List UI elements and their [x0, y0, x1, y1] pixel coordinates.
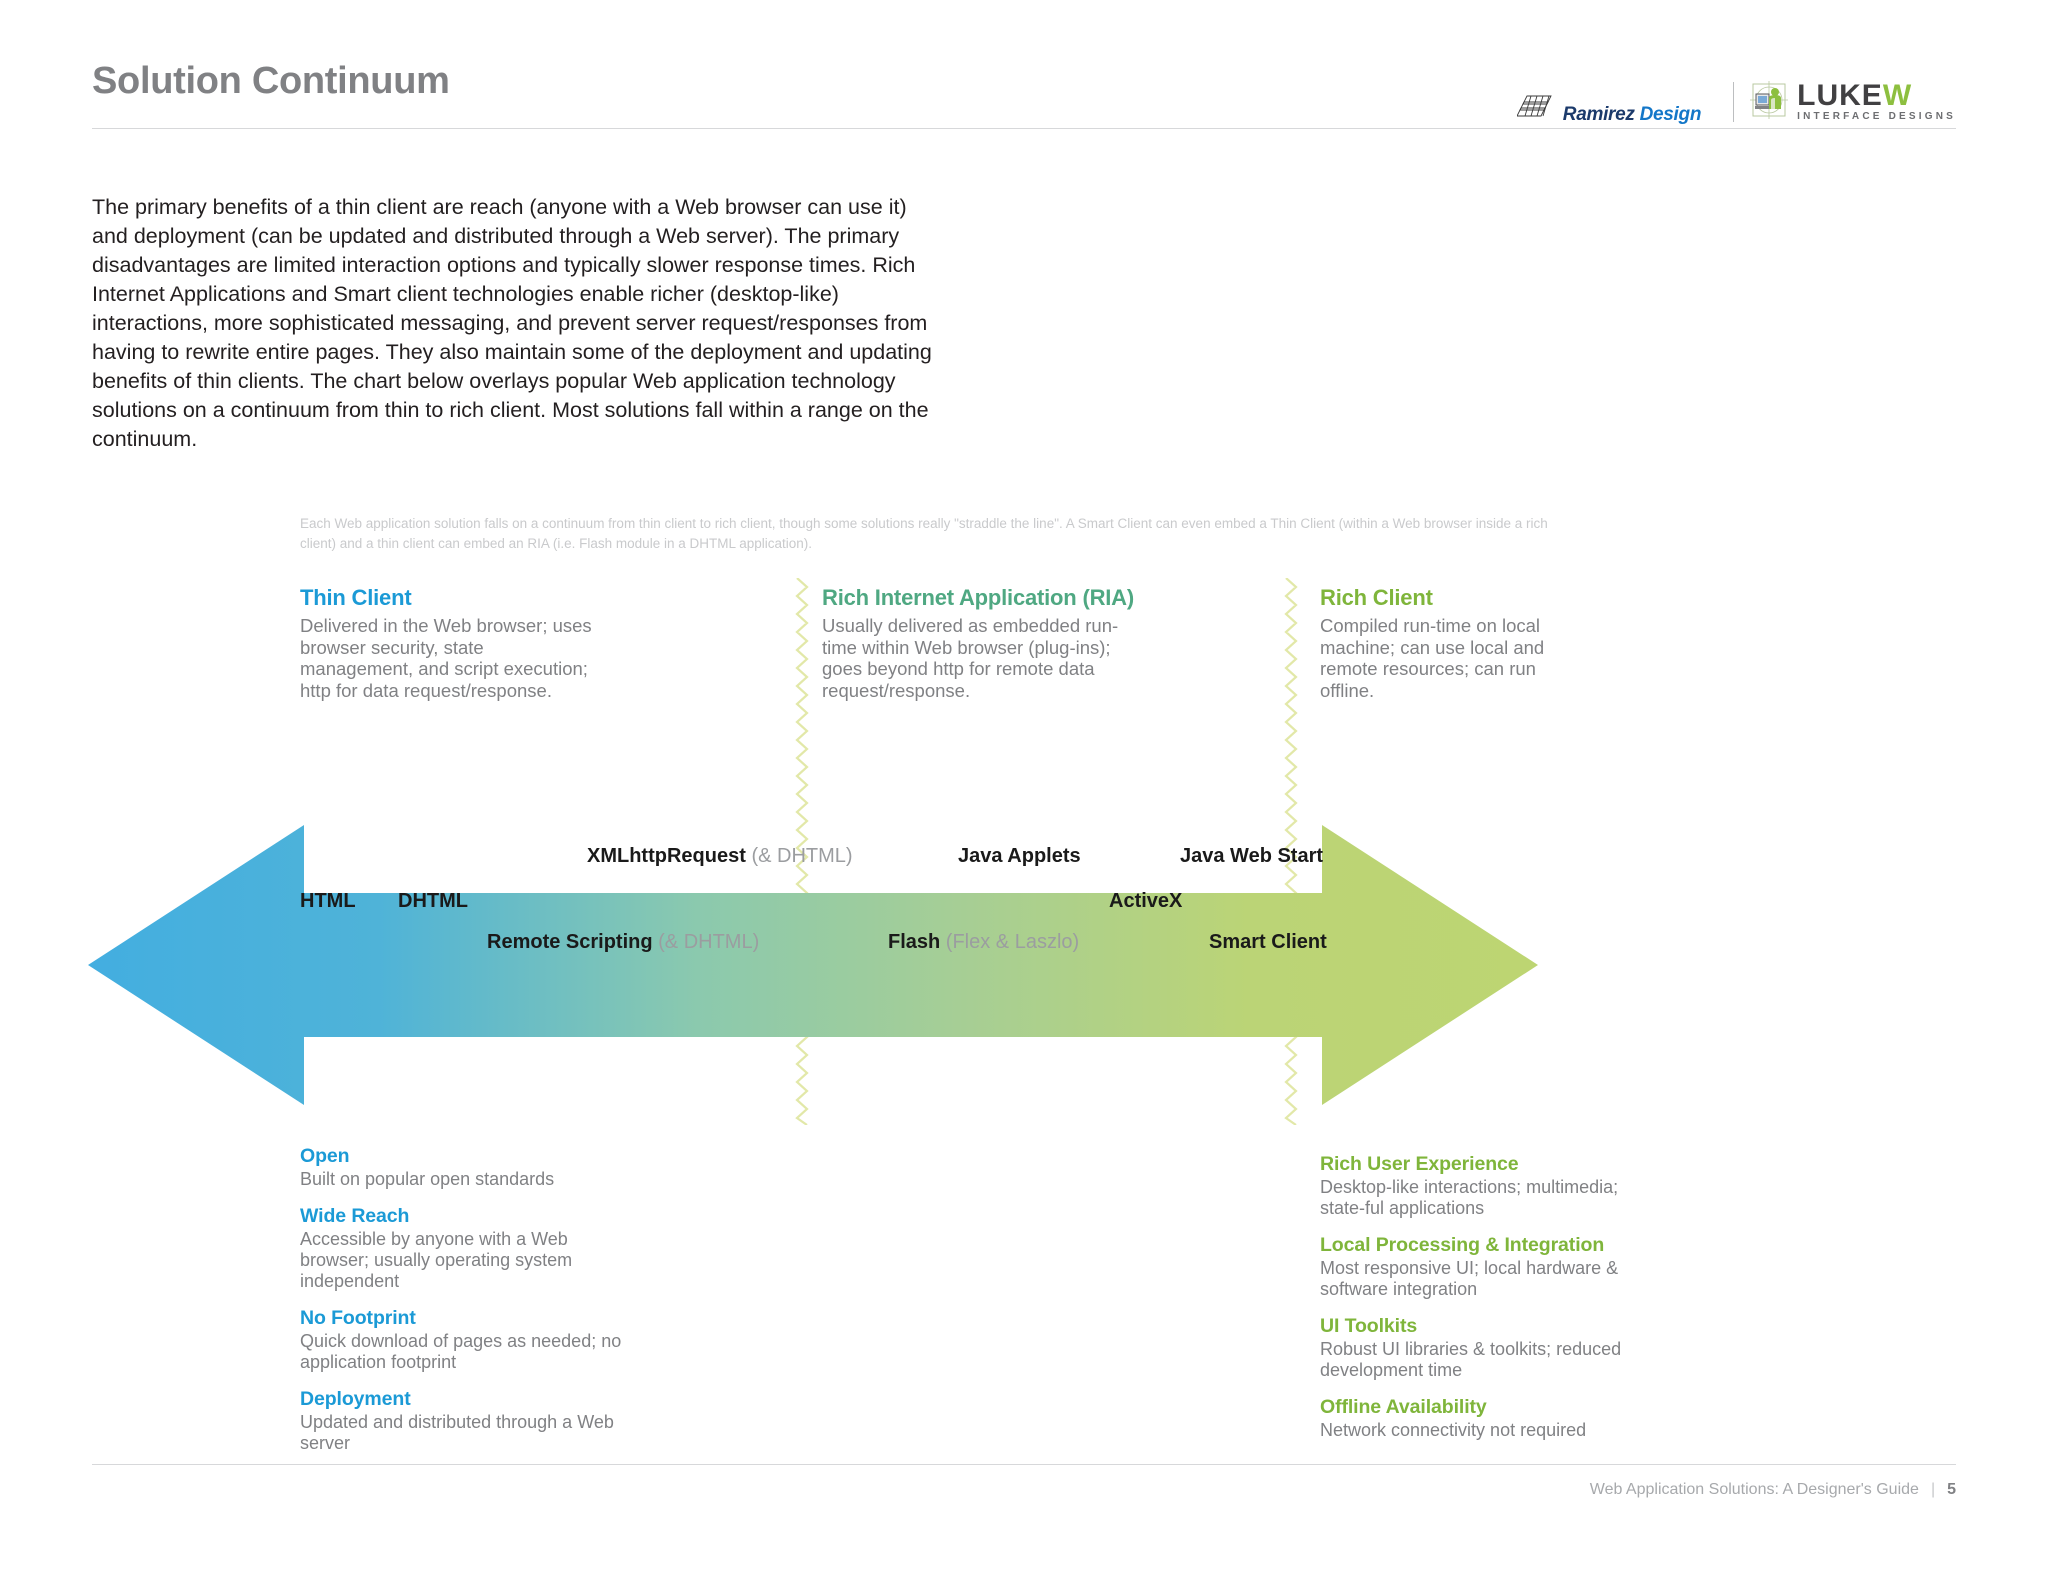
lukew-wordmark: LUKEW — [1797, 78, 1956, 112]
thin-client-benefits: Open Built on popular open standards Wid… — [300, 1145, 630, 1469]
benefit-item: UI Toolkits Robust UI libraries & toolki… — [1320, 1315, 1650, 1381]
tech-name: Flash — [888, 931, 941, 953]
tech-name: DHTML — [398, 890, 468, 912]
benefit-desc: Updated and distributed through a Web se… — [300, 1412, 614, 1453]
benefit-item: Wide Reach Accessible by anyone with a W… — [300, 1205, 630, 1292]
header-divider — [92, 128, 1956, 129]
design-word: Design — [1639, 104, 1702, 125]
w-word: W — [1882, 78, 1913, 112]
lukew-logo: LUKEW INTERFACE DESIGNS — [1750, 78, 1956, 124]
tech-label-xmlhttprequest: XMLhttpRequest (& DHTML) — [587, 845, 853, 868]
column-description: Delivered in the Web browser; uses brows… — [300, 615, 592, 701]
tech-label-java-web-start: Java Web Start — [1180, 845, 1323, 868]
benefit-title: Open — [300, 1145, 350, 1167]
benefit-title: UI Toolkits — [1320, 1315, 1418, 1337]
column-header-ria: Rich Internet Application (RIA) Usually … — [822, 585, 1142, 701]
tech-sub: (& DHTML) — [652, 931, 760, 953]
tech-name: Java Applets — [958, 845, 1081, 867]
benefit-desc: Built on popular open standards — [300, 1169, 555, 1189]
tech-label-dhtml: DHTML — [398, 890, 468, 913]
ramirez-word: Ramirez — [1562, 104, 1640, 125]
luke-word: LUKE — [1797, 78, 1883, 112]
benefit-title: Local Processing & Integration — [1320, 1234, 1605, 1256]
rich-client-benefits: Rich User Experience Desktop-like intera… — [1320, 1153, 1650, 1456]
benefit-title: Offline Availability — [1320, 1396, 1487, 1418]
tech-name: ActiveX — [1109, 890, 1183, 912]
tech-sub: (& DHTML) — [745, 845, 853, 867]
tech-label-activex: ActiveX — [1109, 890, 1182, 913]
benefit-desc: Desktop-like interactions; multimedia; s… — [1320, 1177, 1619, 1218]
column-title: Rich Internet Application (RIA) — [822, 585, 1134, 610]
page-title: Solution Continuum — [92, 60, 450, 102]
lukew-text: LUKEW INTERFACE DESIGNS — [1797, 78, 1956, 123]
footer-title: Web Application Solutions: A Designer's … — [1589, 1481, 1919, 1498]
benefit-desc: Accessible by anyone with a Web browser;… — [300, 1229, 573, 1291]
person-computer-icon — [1750, 80, 1789, 124]
benefit-item: No Footprint Quick download of pages as … — [300, 1307, 630, 1373]
benefit-title: Rich User Experience — [1320, 1153, 1519, 1175]
page-number: 5 — [1947, 1481, 1956, 1498]
benefit-item: Open Built on popular open standards — [300, 1145, 630, 1190]
benefit-title: Deployment — [300, 1388, 411, 1410]
tech-sub: (Flex & Laszlo) — [940, 931, 1080, 953]
continuum-arrow — [88, 825, 1538, 1105]
benefit-desc: Robust UI libraries & toolkits; reduced … — [1320, 1339, 1622, 1380]
benefit-desc: Network connectivity not required — [1320, 1420, 1587, 1440]
benefit-title: No Footprint — [300, 1307, 416, 1329]
intro-paragraph: The primary benefits of a thin client ar… — [92, 195, 932, 451]
ramirez-design-logo: Ramirez Design — [1516, 78, 1717, 126]
column-title: Rich Client — [1320, 585, 1433, 610]
tech-label-smart-client: Smart Client — [1209, 931, 1327, 954]
tech-label-java-applets: Java Applets — [958, 845, 1081, 868]
benefit-desc: Quick download of pages as needed; no ap… — [300, 1331, 622, 1372]
tech-label-remote-scripting: Remote Scripting (& DHTML) — [487, 931, 759, 954]
tech-name: XMLhttpRequest — [587, 845, 746, 867]
lukew-tagline: INTERFACE DESIGNS — [1797, 111, 1956, 123]
column-header-rich-client: Rich Client Compiled run-time on local m… — [1320, 585, 1580, 701]
tech-name: HTML — [300, 890, 356, 912]
grid-mesh-icon — [1516, 93, 1559, 124]
page-header: Solution Continuum Ramirez Design — [92, 60, 1956, 132]
logo-block: Ramirez Design LUKEW — [1516, 78, 1956, 126]
column-description: Compiled run-time on local machine; can … — [1320, 615, 1545, 701]
benefit-desc: Most responsive UI; local hardware & sof… — [1320, 1258, 1619, 1299]
footer-separator: | — [1930, 1481, 1936, 1498]
tech-label-html: HTML — [300, 890, 356, 913]
tech-label-flash: Flash (Flex & Laszlo) — [888, 931, 1079, 954]
logo-divider — [1733, 82, 1735, 122]
diagram-caption: Each Web application solution falls on a… — [300, 516, 1548, 551]
tech-name: Java Web Start — [1180, 845, 1324, 867]
benefit-item: Rich User Experience Desktop-like intera… — [1320, 1153, 1650, 1219]
benefit-title: Wide Reach — [300, 1205, 410, 1227]
tech-name: Smart Client — [1209, 931, 1327, 953]
column-header-thin-client: Thin Client Delivered in the Web browser… — [300, 585, 600, 701]
footer-divider — [92, 1464, 1956, 1465]
column-title: Thin Client — [300, 585, 412, 610]
benefit-item: Local Processing & Integration Most resp… — [1320, 1234, 1650, 1300]
tech-name: Remote Scripting — [487, 931, 653, 953]
benefit-item: Offline Availability Network connectivit… — [1320, 1396, 1650, 1441]
page-footer: Web Application Solutions: A Designer's … — [1590, 1481, 1956, 1499]
benefit-item: Deployment Updated and distributed throu… — [300, 1388, 630, 1454]
column-description: Usually delivered as embedded run-time w… — [822, 615, 1119, 701]
ramirez-wordmark: Ramirez Design — [1562, 104, 1702, 126]
